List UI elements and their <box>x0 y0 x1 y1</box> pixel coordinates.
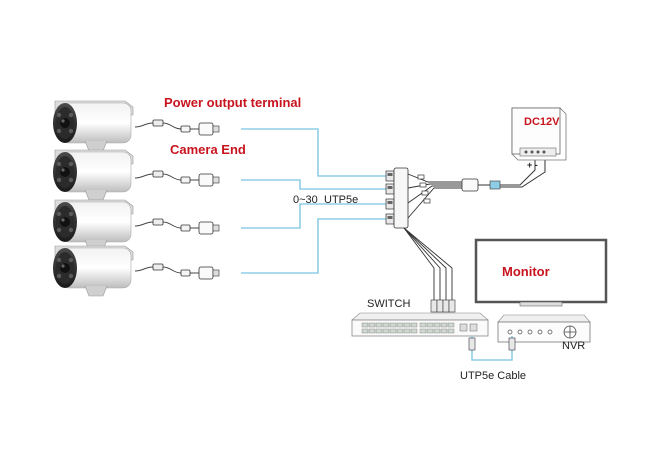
nvr-device <box>497 314 591 343</box>
poe-splitter <box>393 167 409 229</box>
camera-pigtail <box>134 119 220 136</box>
camera-pigtail <box>134 218 220 235</box>
camera-icon <box>52 245 134 297</box>
utp5e-label: UTP5e <box>324 194 359 206</box>
rj45-plug <box>385 198 395 210</box>
rj45-plug <box>385 213 395 225</box>
camera-pigtail <box>134 170 220 187</box>
polarity-label: + - <box>527 160 538 170</box>
distance-label: 0~30 <box>293 194 318 206</box>
utp5e-cable-label: UTP5e Cable <box>460 370 527 382</box>
rj45-plug <box>385 170 395 182</box>
rj45-plug <box>385 183 395 195</box>
camera-icon <box>52 100 134 152</box>
monitor-label: Monitor <box>502 264 550 279</box>
camera-pigtail <box>134 263 220 280</box>
nvr-label: NVR <box>562 340 586 352</box>
power-fanout <box>407 173 462 219</box>
power-combiner <box>461 178 479 192</box>
switch-uplinks <box>403 227 453 300</box>
power-supply-label: DC12V <box>524 116 560 128</box>
power-output-terminal-label: Power output terminal <box>164 95 302 110</box>
camera-end-label: Camera End <box>170 142 246 157</box>
power-supply <box>511 107 567 161</box>
switch-nvr-cable <box>468 336 516 361</box>
monitor-device <box>474 238 608 307</box>
switch-label: SWITCH <box>367 298 411 310</box>
network-switch <box>351 312 489 337</box>
camera-icon <box>52 149 134 201</box>
camera-icon <box>52 199 134 251</box>
utp-cables <box>241 128 386 274</box>
